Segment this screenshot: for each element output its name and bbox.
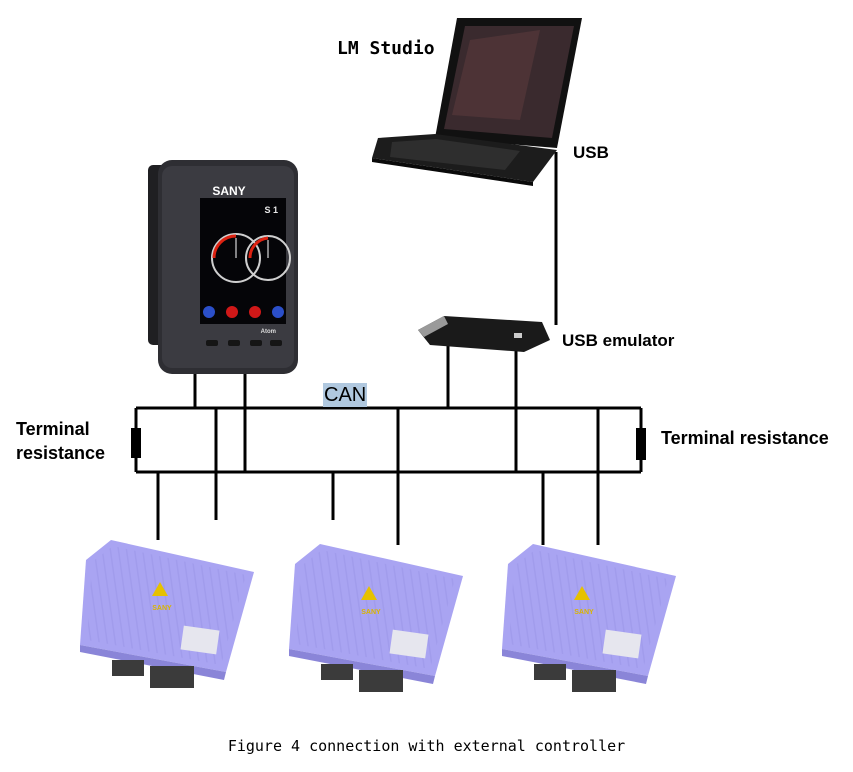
terminal-resistor-right bbox=[636, 428, 646, 460]
figure-caption: Figure 4 connection with external contro… bbox=[227, 737, 626, 755]
terminal-resistance-left-label: Terminal resistance bbox=[16, 419, 106, 463]
usb-emulator-device bbox=[418, 316, 550, 352]
controller-1: SANY bbox=[80, 540, 254, 688]
bus-drops bbox=[156, 152, 600, 545]
controller-1-brand: SANY bbox=[152, 605, 172, 612]
sany-display: SANY S 1 Atom bbox=[148, 160, 298, 374]
display-brand: SANY bbox=[212, 184, 245, 198]
usb-label: USB bbox=[573, 143, 609, 162]
can-label: CAN bbox=[323, 383, 368, 407]
laptop bbox=[372, 18, 582, 186]
display-model: Atom bbox=[261, 329, 276, 335]
controller-2-brand: SANY bbox=[361, 609, 381, 616]
controller-2: SANY bbox=[289, 544, 463, 692]
usb-emulator-label: USB emulator bbox=[562, 331, 675, 350]
controller-3: SANY bbox=[502, 544, 676, 692]
terminal-resistor-left bbox=[131, 428, 141, 458]
lm-studio-label: LM Studio bbox=[337, 38, 435, 59]
display-gear: S 1 bbox=[264, 205, 278, 215]
can-bus bbox=[134, 406, 643, 474]
controller-3-brand: SANY bbox=[574, 609, 594, 616]
display-screen bbox=[200, 198, 286, 324]
terminal-resistance-right-label: Terminal resistance bbox=[661, 428, 829, 448]
